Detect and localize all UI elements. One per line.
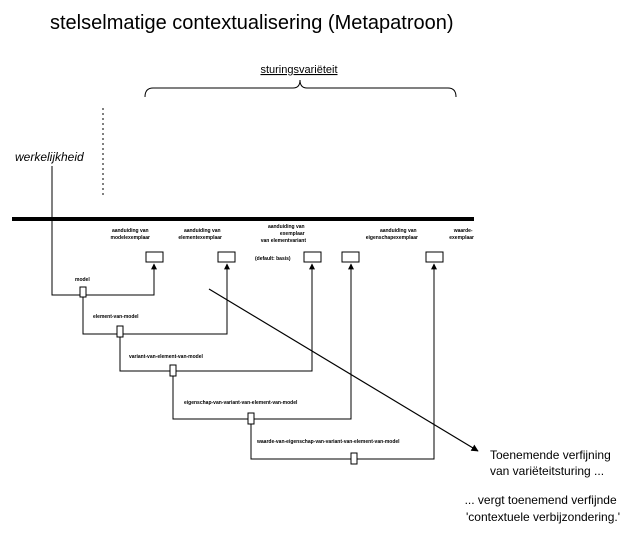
reality-label: werkelijkheid [15,150,84,164]
specimen-label-element: aanduiding van elementexemplaar [178,228,222,241]
specimen-box-model [145,251,164,263]
specimen-label-value: waarde- exemplaar [449,228,474,241]
specimen-box-value [425,251,444,263]
level-label-variant: variant-van-element-van-model [129,354,204,360]
connector-element [82,263,230,335]
node-element [116,325,124,338]
node-value [350,452,358,465]
level-label-value: waarde-van-eigenschap-van-variant-van-el… [256,439,400,445]
specimen-label-variant: aanduiding van exemplaar van elementvari… [261,224,307,244]
specimen-label-property: aanduiding van eigenschapexemplaar [366,228,418,241]
specimen-box-property [341,251,360,263]
node-variant [169,364,177,377]
refinement-arrow [208,288,479,452]
contextual-note: ... vergt toenemend verfijnde 'contextue… [465,493,620,524]
connector-property [172,263,354,420]
connector-value [250,263,437,460]
variety-label: sturingsvariëteit [260,64,337,76]
variety-brace [144,79,457,98]
refinement-note: Toenemende verfijning van variëteitsturi… [490,448,614,478]
level-label-model: model [75,277,90,283]
connector-model [51,219,157,296]
connector-variant [119,263,315,372]
node-model [79,286,87,298]
specimen-box-element [217,251,236,263]
level-label-property: eigenschap-van-variant-van-element-van-m… [184,400,298,406]
level-labels: model element-van-model variant-van-elem… [75,277,400,445]
page-title: stelselmatige contextualisering (Metapat… [50,12,454,34]
node-property [247,412,255,425]
specimen-labels: aanduiding van modelexemplaar aanduiding… [111,224,475,262]
default-note: (default: basis) [255,256,291,262]
specimen-label-model: aanduiding van modelexemplaar [111,228,151,241]
specimen-box-variant [303,251,322,263]
level-label-element: element-van-model [93,314,139,320]
